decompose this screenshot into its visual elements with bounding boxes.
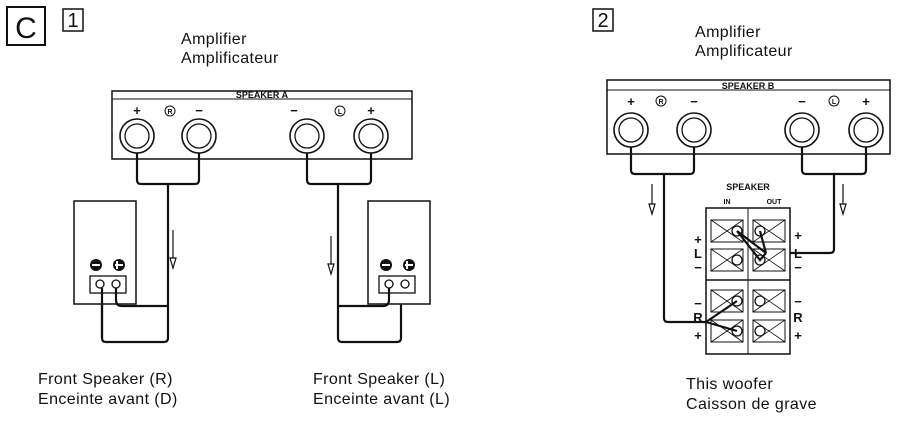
section-letter: C bbox=[15, 12, 37, 45]
left-speaker-en: Front Speaker (L) bbox=[313, 371, 445, 388]
front-speaker-l bbox=[367, 200, 431, 305]
plus-sign: + bbox=[133, 103, 141, 118]
side-label-r: R bbox=[693, 310, 703, 325]
right-speaker-en: Front Speaker (R) bbox=[38, 371, 173, 388]
terminal-l-minus bbox=[784, 112, 820, 148]
minus-sign: − bbox=[195, 103, 203, 118]
woofer-fr: Caisson de grave bbox=[686, 396, 817, 413]
panel-label: SPEAKER A bbox=[236, 90, 289, 100]
amp-title-en: Amplifier bbox=[695, 24, 761, 41]
terminal-r-minus bbox=[181, 118, 217, 154]
plus-sign: + bbox=[367, 103, 375, 118]
plus-sign: + bbox=[627, 94, 635, 109]
minus-sign: − bbox=[794, 260, 802, 275]
channel-r-marker: R bbox=[164, 105, 176, 117]
minus-sign: − bbox=[290, 103, 298, 118]
channel-l-marker: L bbox=[828, 95, 840, 107]
terminal-row bbox=[710, 248, 786, 272]
diagram-1-number-box: 1 bbox=[62, 8, 84, 32]
diagram-2: 2 Amplifier Amplificateur SPEAKER B + R … bbox=[592, 8, 891, 413]
diagram-2-number: 2 bbox=[597, 10, 608, 32]
out-label: OUT bbox=[767, 199, 783, 206]
svg-text:R: R bbox=[658, 99, 663, 106]
terminal-r-minus bbox=[676, 112, 712, 148]
wire-left-channel bbox=[305, 153, 403, 344]
woofer-en: This woofer bbox=[686, 376, 773, 393]
wire-left-channel bbox=[766, 147, 868, 255]
side-label-l: L bbox=[794, 246, 802, 261]
right-speaker-fr: Enceinte avant (D) bbox=[38, 391, 178, 408]
svg-text:L: L bbox=[832, 99, 837, 106]
diagram-1: 1 Amplifier Amplificateur SPEAKER A + R … bbox=[38, 8, 450, 408]
terminal-row bbox=[710, 319, 786, 343]
minus-sign: − bbox=[694, 296, 702, 311]
in-label: IN bbox=[724, 199, 731, 206]
plus-sign: + bbox=[694, 328, 702, 343]
terminal-l-plus bbox=[848, 112, 884, 148]
side-label-l: L bbox=[694, 246, 702, 261]
channel-l-marker: L bbox=[334, 105, 346, 117]
amp-title-en: Amplifier bbox=[181, 31, 247, 48]
svg-text:L: L bbox=[338, 109, 343, 116]
terminal-l-plus bbox=[353, 118, 389, 154]
front-speaker-r bbox=[73, 200, 137, 305]
side-label-r: R bbox=[793, 310, 803, 325]
amp-title-fr: Amplificateur bbox=[695, 43, 793, 60]
plus-sign: + bbox=[794, 328, 802, 343]
woofer-terminal-panel: SPEAKER IN OUT bbox=[693, 182, 803, 355]
minus-sign: − bbox=[794, 294, 802, 309]
signal-arrow-right bbox=[648, 184, 656, 217]
wire-right-channel bbox=[629, 147, 706, 324]
amplifier-panel-b: SPEAKER B + R − − L + bbox=[606, 79, 891, 155]
svg-text:R: R bbox=[167, 109, 172, 116]
left-speaker-fr: Enceinte avant (L) bbox=[313, 391, 450, 408]
diagram-2-number-box: 2 bbox=[592, 8, 614, 32]
signal-arrow-left bbox=[839, 184, 847, 217]
amplifier-panel-a: SPEAKER A + R − − L + bbox=[111, 90, 413, 160]
plus-sign: + bbox=[794, 228, 802, 243]
signal-arrow-left bbox=[327, 236, 335, 277]
woofer-panel-label: SPEAKER bbox=[726, 182, 770, 192]
terminal-r-plus bbox=[613, 112, 649, 148]
terminal-r-plus bbox=[119, 118, 155, 154]
plus-sign: + bbox=[694, 232, 702, 247]
minus-sign: − bbox=[694, 260, 702, 275]
terminal-l-minus bbox=[289, 118, 325, 154]
woofer-wiring bbox=[705, 230, 768, 333]
minus-sign: − bbox=[690, 94, 698, 109]
channel-r-marker: R bbox=[655, 95, 667, 107]
minus-sign: − bbox=[798, 94, 806, 109]
section-letter-box: C bbox=[6, 6, 46, 46]
panel-label: SPEAKER B bbox=[722, 81, 775, 91]
signal-arrow-right bbox=[169, 230, 177, 271]
amp-title-fr: Amplificateur bbox=[181, 50, 279, 67]
plus-sign: + bbox=[862, 94, 870, 109]
diagram-1-number: 1 bbox=[67, 10, 78, 32]
